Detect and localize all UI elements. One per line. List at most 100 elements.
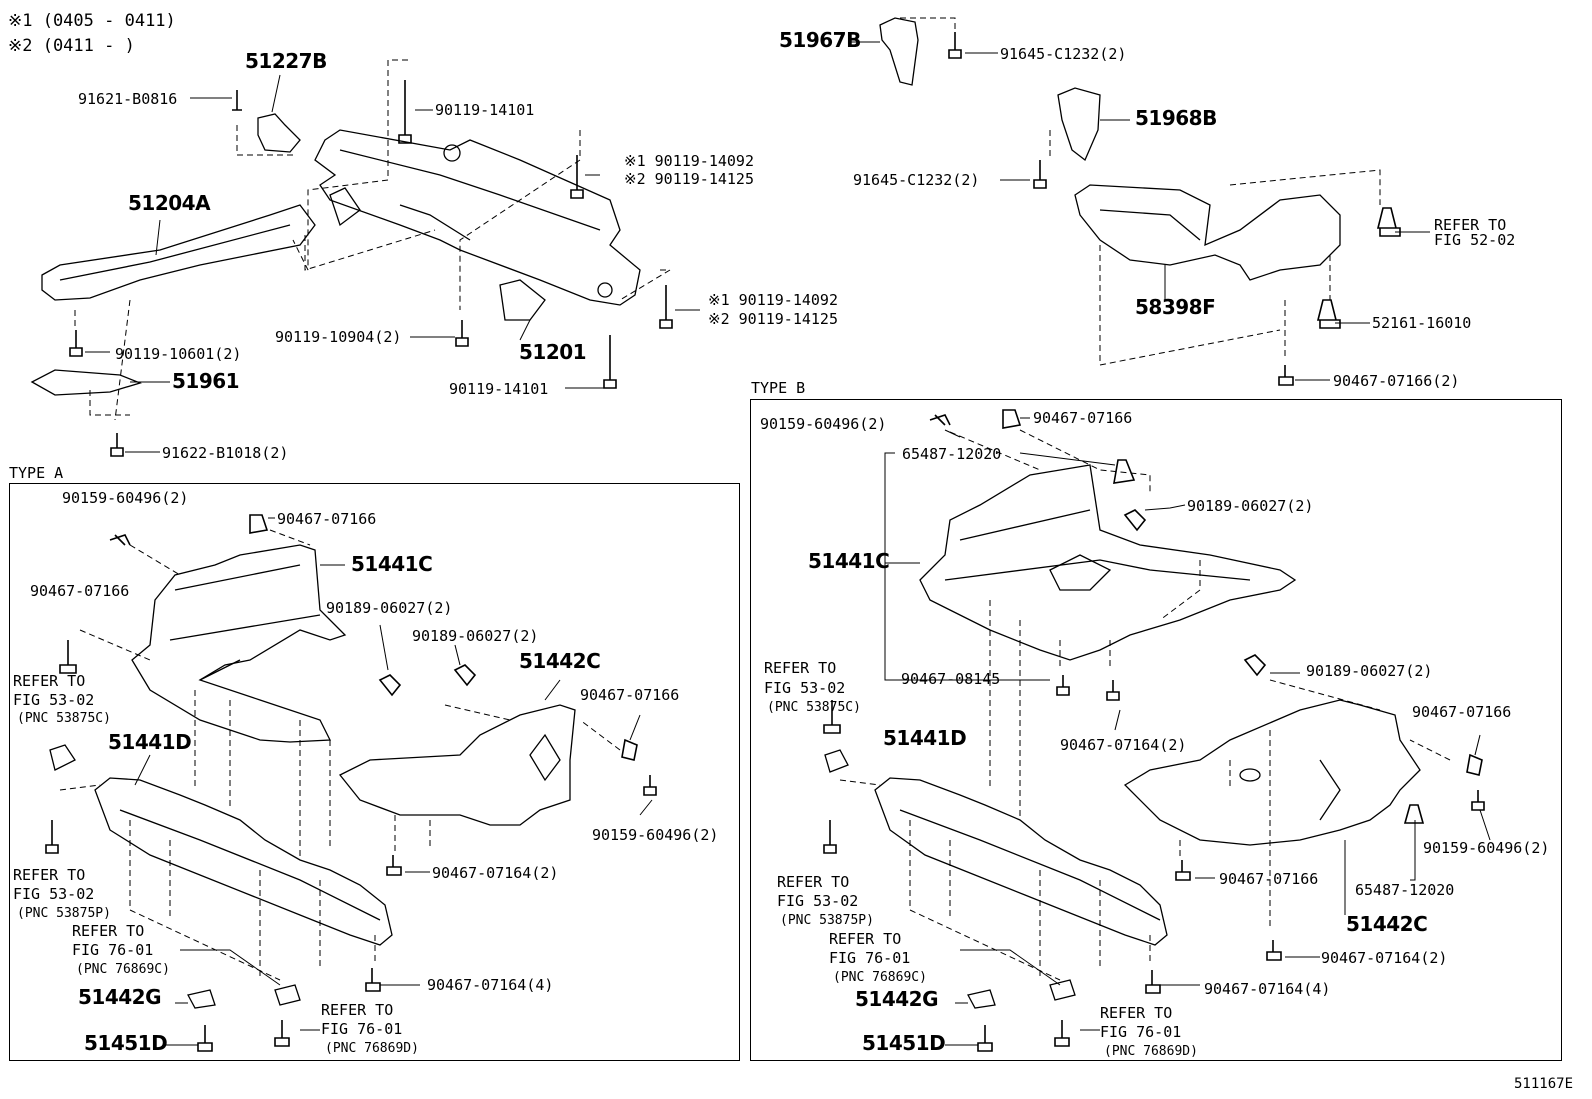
part-51204A: 51204A <box>128 191 211 215</box>
b-part-90467-07164-2b: 90467-07164(2) <box>1321 949 1448 967</box>
b-part-51451D: 51451D <box>862 1031 946 1055</box>
a-refer-53875C-l2: FIG 53-02 <box>13 691 95 709</box>
bolts-top-right <box>948 32 1401 386</box>
a-part-90467-07166-b: 90467-07166 <box>30 582 130 600</box>
a-part-90159-60496-b: 90159-60496(2) <box>592 826 719 844</box>
part-58398F: 58398F <box>1135 295 1216 319</box>
a-part-51441C: 51441C <box>351 552 433 576</box>
b-refer-76869D-l2: FIG 76-01 <box>1100 1023 1182 1041</box>
part-91621-B0816: 91621-B0816 <box>78 90 178 108</box>
part-91622-B1018: 91622-B1018(2) <box>162 444 289 462</box>
b-refer-53875C-l1: REFER TO <box>764 659 837 677</box>
b-part-51441C: 51441C <box>808 549 890 573</box>
part-52161-16010: 52161-16010 <box>1372 314 1472 332</box>
type-b-parts <box>824 464 1421 1009</box>
type-a-bolts <box>45 514 657 1052</box>
type-b-leaders <box>884 417 1491 1046</box>
b-refer-76869D-l1: REFER TO <box>1100 1004 1173 1022</box>
leader-dashes-top-right <box>900 17 1381 366</box>
leader-lines-top-right <box>850 41 1430 381</box>
a-part-90189-06027-b: 90189-06027(2) <box>412 627 539 645</box>
b-refer-53875C-l3: (PNC 53875C) <box>767 700 861 715</box>
b-part-90159-60496-b: 90159-60496(2) <box>1423 839 1550 857</box>
type-a-frame <box>9 483 740 1061</box>
b-refer-76869C-l2: FIG 76-01 <box>829 949 911 967</box>
part-note1-90119-14092-b: ※1 90119-14092 <box>708 291 838 309</box>
b-part-51441D: 51441D <box>883 726 967 750</box>
a-refer-53875P-l2: FIG 53-02 <box>13 885 95 903</box>
a-refer-76869D-l1: REFER TO <box>321 1001 394 1019</box>
type-a-title: TYPE A <box>9 464 64 482</box>
a-part-90159-60496: 90159-60496(2) <box>62 489 189 507</box>
a-part-90467-07164-2: 90467-07164(2) <box>432 864 559 882</box>
bolts-top-left <box>69 80 673 457</box>
a-part-90467-07166-c: 90467-07166 <box>580 686 680 704</box>
part-90119-14101-b: 90119-14101 <box>449 380 549 398</box>
type-a-parts <box>49 544 576 1009</box>
a-refer-53875C-l3: (PNC 53875C) <box>17 711 111 726</box>
type-b-bolts <box>823 409 1485 1052</box>
a-part-51442G: 51442G <box>78 985 162 1009</box>
a-refer-53875P-l3: (PNC 53875P) <box>17 906 111 921</box>
part-90467-07166-2: 90467-07166(2) <box>1333 372 1460 390</box>
b-part-51442G: 51442G <box>855 987 939 1011</box>
a-refer-76869C-l2: FIG 76-01 <box>72 941 154 959</box>
b-refer-53875C-l2: FIG 53-02 <box>764 679 846 697</box>
part-51967B: 51967B <box>779 28 861 52</box>
part-note2-90119-14125-b: ※2 90119-14125 <box>708 310 838 328</box>
b-part-90467-07166-a: 90467-07166 <box>1033 409 1133 427</box>
b-part-90467-07166-b: 90467-07166 <box>1412 703 1512 721</box>
b-refer-53875P-l3: (PNC 53875P) <box>780 913 874 928</box>
legend-note-1: ※1 (0405 - 0411) <box>8 11 176 31</box>
b-part-90467-08145: 90467-08145 <box>901 670 1001 688</box>
refer-fig-52-02-line2: FIG 52-02 <box>1434 231 1516 249</box>
a-part-90467-07164-4: 90467-07164(4) <box>427 976 554 994</box>
b-part-90189-06027-b: 90189-06027(2) <box>1306 662 1433 680</box>
b-part-90467-07164-4: 90467-07164(4) <box>1204 980 1331 998</box>
b-refer-53875P-l1: REFER TO <box>777 873 850 891</box>
a-refer-76869C-l3: (PNC 76869C) <box>76 962 170 977</box>
b-part-65487-12020-b: 65487-12020 <box>1355 881 1455 899</box>
b-part-90189-06027-a: 90189-06027(2) <box>1187 497 1314 515</box>
a-part-90189-06027-a: 90189-06027(2) <box>326 599 453 617</box>
part-51968B: 51968B <box>1135 106 1217 130</box>
type-b-frame <box>750 399 1562 1061</box>
figure-id: 511167E <box>1514 1076 1574 1092</box>
part-90119-14101-a: 90119-14101 <box>435 101 535 119</box>
part-90119-10904: 90119-10904(2) <box>275 328 402 346</box>
bracket-51204A <box>41 204 316 301</box>
b-part-90467-07166-c: 90467-07166 <box>1219 870 1319 888</box>
legend-note-2: ※2 (0411 - ) <box>8 36 135 56</box>
a-part-51442C: 51442C <box>519 649 601 673</box>
part-51227B: 51227B <box>245 49 327 73</box>
plate-51961 <box>30 369 142 396</box>
part-note1-90119-14092-a: ※1 90119-14092 <box>624 152 754 170</box>
bracket-51227B <box>257 113 301 153</box>
part-91645-C1232-a: 91645-C1232(2) <box>1000 45 1127 63</box>
b-part-65487-12020-a: 65487-12020 <box>902 445 1002 463</box>
b-part-51442C: 51442C <box>1346 912 1428 936</box>
b-refer-76869D-l3: (PNC 76869D) <box>1104 1044 1198 1059</box>
b-refer-76869C-l3: (PNC 76869C) <box>833 970 927 985</box>
part-51201: 51201 <box>519 340 587 364</box>
refer-fig-52-02-line1: REFER TO <box>1434 216 1507 234</box>
part-90119-10601: 90119-10601(2) <box>115 345 242 363</box>
a-refer-76869D-l2: FIG 76-01 <box>321 1020 403 1038</box>
type-a-dashes <box>59 529 621 981</box>
b-refer-76869C-l1: REFER TO <box>829 930 902 948</box>
a-refer-53875C-l1: REFER TO <box>13 672 86 690</box>
type-b-dashes <box>839 429 1451 981</box>
a-part-90467-07166-a: 90467-07166 <box>277 510 377 528</box>
b-refer-53875P-l2: FIG 53-02 <box>777 892 859 910</box>
b-part-90159-60496: 90159-60496(2) <box>760 415 887 433</box>
part-91645-C1232-b: 91645-C1232(2) <box>853 171 980 189</box>
leader-lines-top-left <box>85 74 700 453</box>
a-refer-76869D-l3: (PNC 76869D) <box>325 1041 419 1056</box>
crossmember-51201 <box>314 129 641 321</box>
part-note2-90119-14125-a: ※2 90119-14125 <box>624 170 754 188</box>
b-part-90467-07164-2a: 90467-07164(2) <box>1060 736 1187 754</box>
a-part-51441D: 51441D <box>108 730 192 754</box>
part-51961: 51961 <box>172 369 240 393</box>
